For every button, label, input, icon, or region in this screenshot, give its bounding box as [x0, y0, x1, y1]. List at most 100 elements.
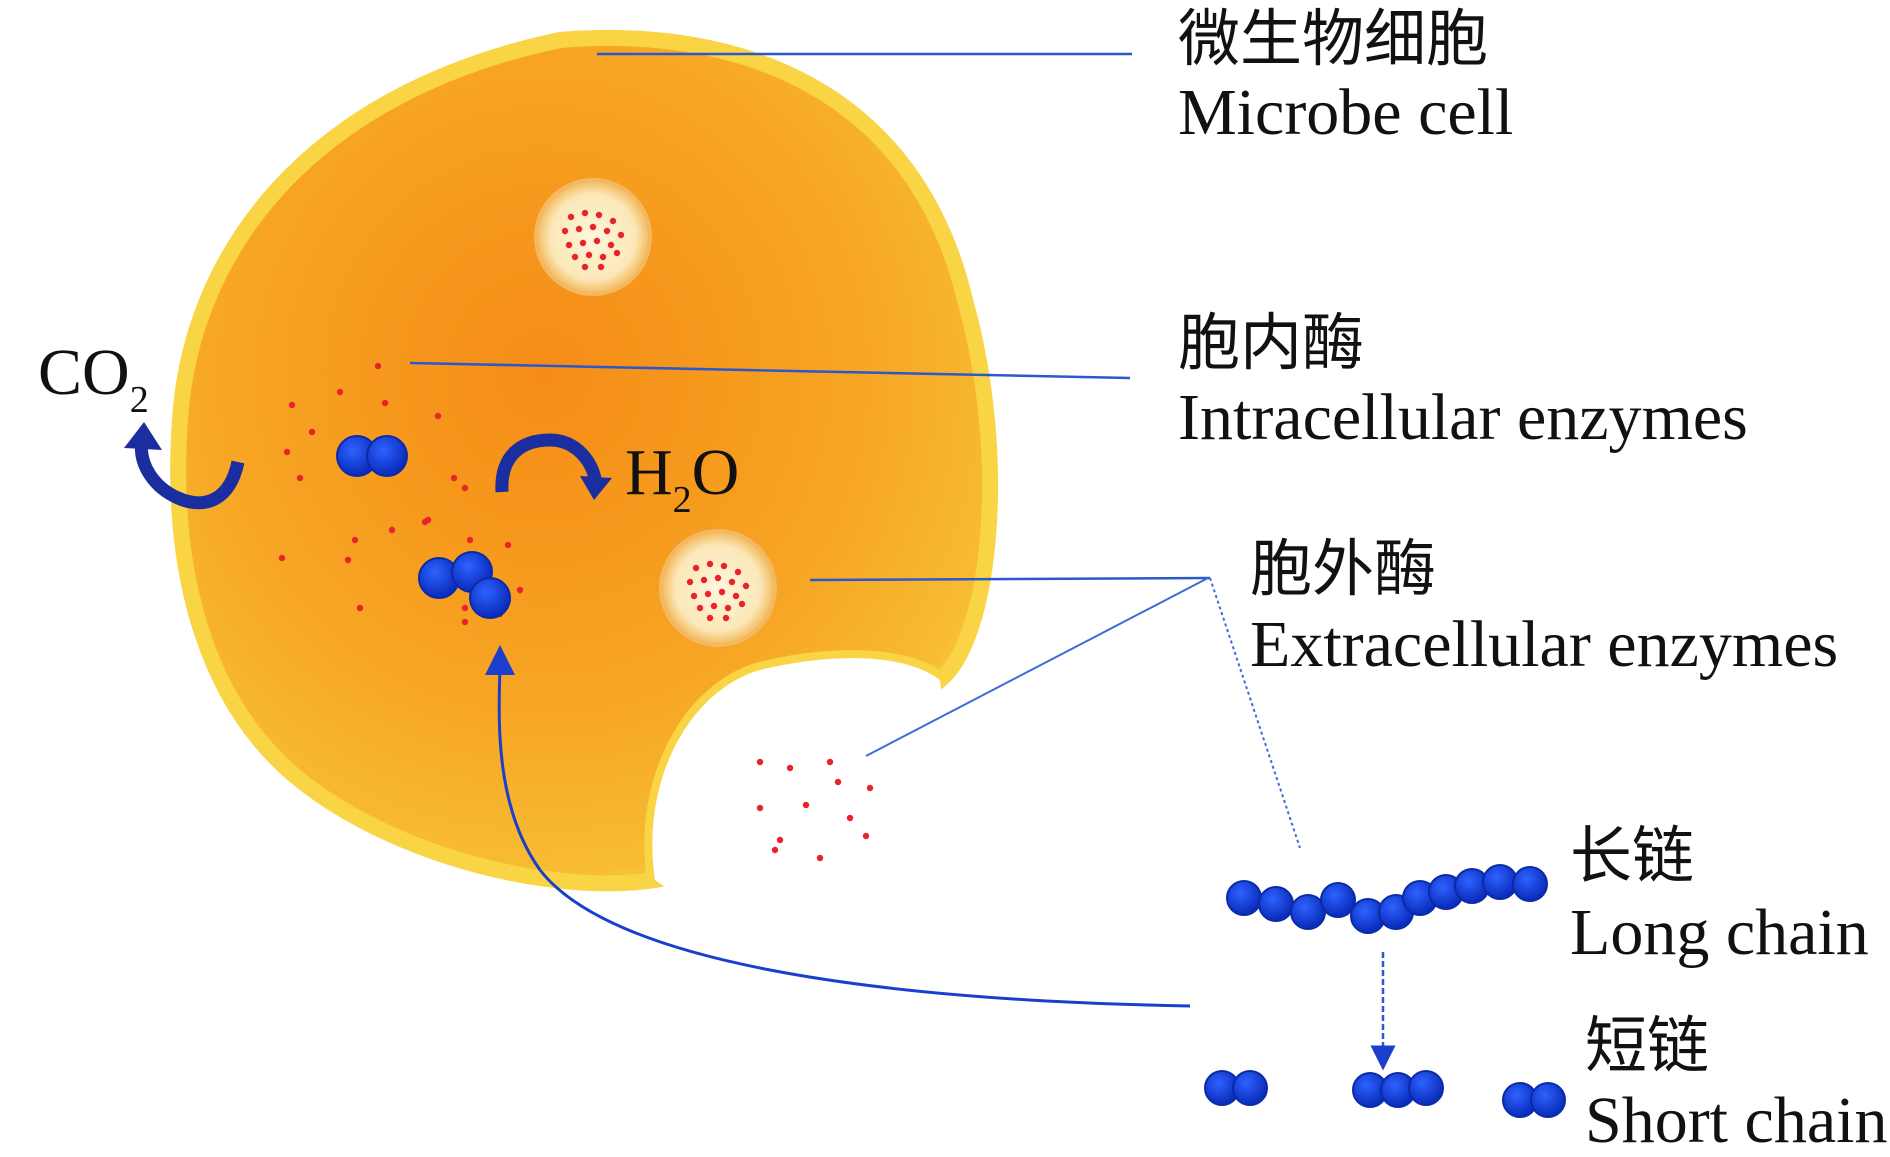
- vesicle-enzyme-dot: [597, 263, 605, 271]
- vesicle-enzyme-dot: [595, 211, 603, 219]
- enzyme-dot: [461, 604, 469, 612]
- molecule-bead: [469, 577, 511, 619]
- co2-label: CO2: [38, 340, 149, 420]
- enzyme-dot: [834, 778, 842, 786]
- enzyme-dot: [786, 764, 794, 772]
- microbe-cell-label-en: Microbe cell: [1178, 76, 1514, 149]
- leader-line-intracellular: [409, 361, 1131, 380]
- enzyme-dot: [826, 758, 834, 766]
- h2o-o: O: [691, 436, 740, 509]
- enzyme-dot: [308, 428, 316, 436]
- vesicle-enzyme-dot: [696, 604, 704, 612]
- enzyme-dot: [283, 448, 291, 456]
- vesicle-enzyme-dot: [738, 600, 746, 608]
- enzyme-dot: [336, 388, 344, 396]
- vesicle-enzyme-dot: [585, 251, 593, 259]
- vesicle-enzyme-dot: [609, 217, 617, 225]
- enzyme-dot: [866, 784, 874, 792]
- vesicle-enzyme-dot: [728, 578, 736, 586]
- vesicle-enzyme-dot: [607, 241, 615, 249]
- long-chain-bead: [1320, 882, 1356, 918]
- vesicle-lower: [659, 529, 777, 647]
- vesicle-enzyme-dot: [603, 227, 611, 235]
- long-chain-bead: [1226, 880, 1262, 916]
- vesicle-enzyme-dot: [571, 253, 579, 261]
- enzyme-dot: [461, 618, 469, 626]
- vesicle-enzyme-dot: [579, 239, 587, 247]
- intracellular-label-en: Intracellular enzymes: [1178, 381, 1748, 454]
- long-chain-bead: [1258, 886, 1294, 922]
- long-chain-bead: [1512, 866, 1548, 902]
- vesicle-enzyme-dot: [686, 578, 694, 586]
- h2o-subscript: 2: [672, 479, 692, 521]
- enzyme-dot: [816, 854, 824, 862]
- enzyme-dot: [374, 362, 382, 370]
- vesicle-enzyme-dot: [704, 590, 712, 598]
- molecule-chains: [336, 435, 1566, 1118]
- intracellular-label-zh: 胞内酶: [1178, 306, 1365, 379]
- long-chain-label-zh: 长链: [1570, 819, 1695, 892]
- enzyme-dot: [776, 836, 784, 844]
- extracellular-label-en: Extracellular enzymes: [1250, 608, 1839, 681]
- enzyme-dot: [802, 801, 810, 809]
- vesicle-enzyme-dot: [742, 582, 750, 590]
- leader-line-extracellular: [809, 576, 1211, 582]
- vesicle-enzyme-dot: [732, 592, 740, 600]
- co2-release-arrow-icon: [124, 422, 245, 510]
- vesicle-enzyme-dot: [706, 614, 714, 622]
- vesicle-enzyme-dot: [581, 263, 589, 271]
- enzyme-dot: [344, 556, 352, 564]
- vesicle-enzyme-dot: [710, 602, 718, 610]
- vesicle-enzyme-dot: [700, 576, 708, 584]
- enzyme-dot: [381, 399, 389, 407]
- co2-subscript: 2: [129, 379, 149, 421]
- long-chain-bead: [1290, 894, 1326, 930]
- extracellular-label-zh: 胞外酶: [1250, 532, 1437, 605]
- enzyme-dot: [846, 814, 854, 822]
- enzyme-dot: [516, 586, 524, 594]
- short-chain-bead: [1530, 1082, 1566, 1118]
- enzyme-dot: [504, 541, 512, 549]
- short-chain-label-en: Short chain: [1585, 1084, 1888, 1157]
- vesicle-enzyme-dot: [617, 231, 625, 239]
- vesicle-enzyme-dot: [718, 588, 726, 596]
- microbe-cell-label-zh: 微生物细胞: [1178, 2, 1489, 75]
- vesicle-enzyme-dot: [565, 241, 573, 249]
- vesicle-enzyme-dot: [593, 237, 601, 245]
- enzyme-dot: [288, 401, 296, 409]
- vesicle-top: [534, 178, 652, 296]
- h2o-h: H: [625, 436, 673, 509]
- vesicle-enzyme-dot: [589, 223, 597, 231]
- vesicle-enzyme-dot: [692, 564, 700, 572]
- vesicle-enzyme-dot: [706, 560, 714, 568]
- vesicle-enzyme-dot: [690, 592, 698, 600]
- enzyme-dot: [296, 474, 304, 482]
- uptake-arrow: [484, 645, 1191, 1008]
- short-chain-bead: [1232, 1070, 1268, 1106]
- long-chain-label-en: Long chain: [1570, 896, 1869, 969]
- leader-line-extracellular-pocket: [865, 577, 1209, 757]
- vesicle-enzyme-dot: [599, 253, 607, 261]
- enzyme-dot: [756, 804, 764, 812]
- vesicle-enzyme-dot: [724, 604, 732, 612]
- short-chain-label-zh: 短链: [1585, 1009, 1710, 1082]
- enzyme-dot: [461, 484, 469, 492]
- vesicle-enzyme-dot: [722, 614, 730, 622]
- vesicle-enzyme-dots: [561, 209, 750, 622]
- vesicle-enzyme-dot: [720, 562, 728, 570]
- enzyme-dot: [356, 604, 364, 612]
- enzyme-dot: [421, 518, 429, 526]
- enzyme-dot: [466, 536, 474, 544]
- vesicle-enzyme-dot: [567, 213, 575, 221]
- extracellular-pocket: [652, 658, 942, 918]
- h2o-label: H2O: [625, 440, 739, 520]
- co2-base: CO: [38, 336, 130, 409]
- short-chain-bead: [1408, 1070, 1444, 1106]
- h2o-release-arrow-icon: [495, 433, 612, 500]
- enzyme-dot: [434, 412, 442, 420]
- enzyme-dot: [450, 474, 458, 482]
- enzyme-dot: [278, 554, 286, 562]
- vesicle-enzyme-dot: [734, 568, 742, 576]
- long-chain-bead: [1482, 864, 1518, 900]
- enzyme-dots: [278, 362, 874, 862]
